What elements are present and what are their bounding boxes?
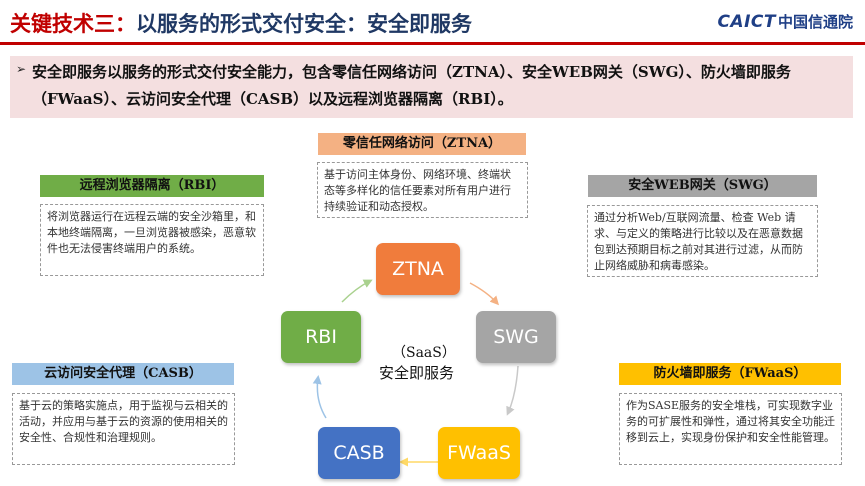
logo-en: CAICT	[717, 12, 776, 32]
arrow-ztna-swg	[469, 282, 500, 306]
title-divider	[0, 42, 865, 45]
arrow-rbi-ztna	[341, 279, 373, 303]
swg-label: 安全WEB网关（SWG）	[588, 175, 817, 197]
casb-node: CASB	[318, 427, 400, 479]
ztna-description: 基于访问主体身份、网络环境、终端状态等多样化的信任要素对所有用户进行持续验证和动…	[317, 162, 528, 218]
ztna-node: ZTNA	[376, 243, 460, 295]
logo-cn: 中国信通院	[777, 13, 853, 31]
casb-label: 云访问安全代理（CASB）	[12, 363, 234, 385]
page-title: 关键技术三：以服务的形式交付安全：安全即服务	[10, 8, 472, 38]
casb-description: 基于云的策略实施点，用于监视与云相关的活动，并应用与基于云的资源的使用相关的安全…	[12, 393, 235, 465]
summary-banner: ➢ 安全即服务以服务的形式交付安全能力，包含零信任网络访问（ZTNA）、安全WE…	[10, 56, 853, 118]
ztna-label: 零信任网络访问（ZTNA）	[318, 133, 526, 155]
title-part-2: 以服务的形式交付安全：安全即服务	[136, 12, 472, 36]
fwaas-label: 防火墙即服务（FWaaS）	[619, 363, 841, 385]
center-service-label: 安全即服务	[379, 364, 455, 382]
swg-node: SWG	[476, 311, 556, 363]
fwaas-description: 作为SASE服务的安全堆栈，可实现数字业务的可扩展性和弹性，通过将其安全功能迁移…	[619, 393, 842, 465]
rbi-node: RBI	[281, 311, 361, 363]
center-saas-label: （SaaS）	[392, 345, 456, 361]
title-part-1: 关键技术三：	[10, 12, 136, 36]
fwaas-node: FWaaS	[438, 427, 520, 479]
rbi-description: 将浏览器运行在远程云端的安全沙箱里，和本地终端隔离，一旦浏览器被感染，恶意软件也…	[40, 204, 264, 276]
bullet-arrow-icon: ➢	[16, 62, 27, 76]
summary-text: 安全即服务以服务的形式交付安全能力，包含零信任网络访问（ZTNA）、安全WEB网…	[32, 63, 791, 108]
arrow-casb-rbi	[312, 375, 327, 419]
rbi-label: 远程浏览器隔离（RBI）	[40, 175, 264, 197]
arrow-swg-fwaas	[506, 365, 519, 416]
swg-description: 通过分析Web/互联网流量、检查 Web 请求、与定义的策略进行比较以及在恶意数…	[587, 205, 818, 277]
